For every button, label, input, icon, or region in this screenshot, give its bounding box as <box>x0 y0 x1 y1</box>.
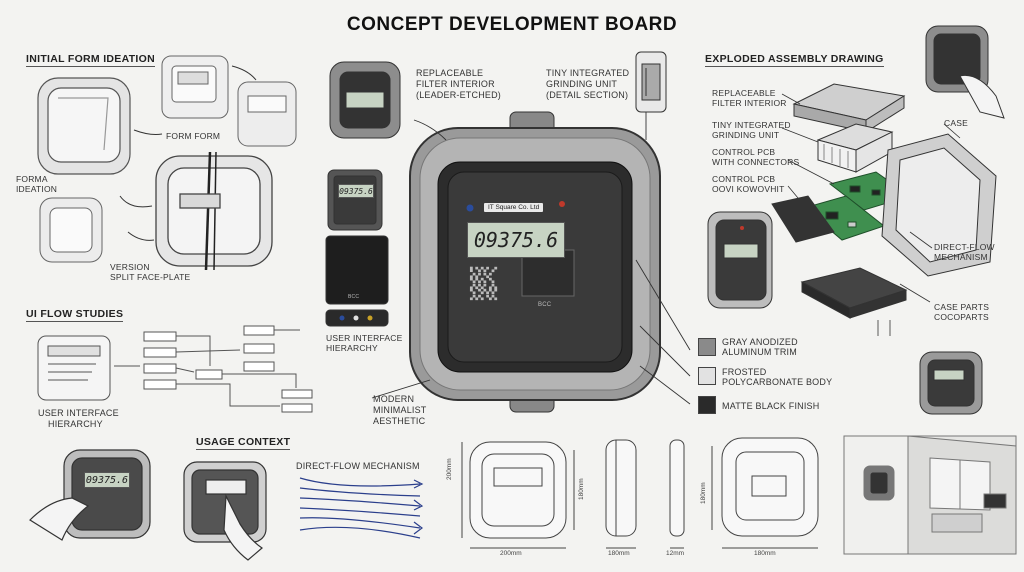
exp-direct-1: DIRECT-FLOW <box>934 242 995 252</box>
device-brand-label: IT Square Co. Ltd <box>484 203 544 212</box>
exploded-front-case <box>707 211 773 309</box>
exp-parts-2: COCOPARTS <box>934 312 989 322</box>
callout-direct-flow: DIRECT-FLOW MECHANISM <box>296 461 420 471</box>
exploded-front-panel <box>771 195 835 243</box>
exp-pcb-b-2: OOVI KOWOVHIT <box>712 184 785 194</box>
device-main-display: 09375.6 <box>467 222 565 258</box>
material-gray-2: ALUMINUM TRIM <box>722 347 797 357</box>
callout-ui-hier-2: HIERARCHY <box>326 343 378 353</box>
dim-front-height: 200mm <box>446 458 453 480</box>
label-version: VERSION <box>110 262 150 272</box>
swatch-matte-black <box>698 396 716 414</box>
device-fineprint: █ ▀▄▀▄▀ ▄▀ ▄▀▄▀ ▀▄▀ ▀▄▀▄▀▄ ▀▄ ▄▀▄▀▄▀ ▄▀▄… <box>470 268 498 301</box>
callout-modern-3: AESTHETIC <box>373 416 426 426</box>
grinding-thumb <box>635 51 667 113</box>
exp-filter-1: REPLACEABLE <box>712 88 776 98</box>
ui-flow-diagram <box>37 325 313 413</box>
callout-grinding-3: (DETAIL SECTION) <box>546 90 629 100</box>
exp-pcb-a-2: WITH CONNECTORS <box>712 157 800 167</box>
exp-case: CASE <box>944 118 968 128</box>
ui-dark-thumb <box>325 235 389 327</box>
form-sketch-1 <box>37 77 131 175</box>
section-usage: USAGE CONTEXT <box>196 436 291 450</box>
device-badge: BCC <box>538 302 552 308</box>
exp-filter-2: FILTER INTERIOR <box>712 98 787 108</box>
exp-direct-2: MECHANISM <box>934 252 988 262</box>
usage-sketch-1 <box>29 449 151 541</box>
swatch-frosted <box>698 367 716 385</box>
exploded-back-case <box>881 133 997 277</box>
callout-modern-2: MINIMALIST <box>373 405 427 415</box>
dim-back-width: 180mm <box>754 550 776 557</box>
form-sketch-split <box>155 151 273 271</box>
hand-device-thumb <box>925 25 1005 119</box>
callout-filter-1: REPLACEABLE <box>416 68 484 78</box>
small-device-display: 09375.6 <box>338 184 374 198</box>
section-initial-form: INITIAL FORM IDEATION <box>26 53 155 67</box>
dim-front-height-2: 180mm <box>578 478 585 500</box>
main-device-illustration <box>409 111 661 413</box>
form-sketch-2 <box>161 55 229 119</box>
callout-filter-2: FILTER INTERIOR <box>416 79 495 89</box>
form-sketch-4 <box>39 197 103 263</box>
swatch-gray-anodized <box>698 338 716 356</box>
callout-filter-3: (LEADER-ETCHED) <box>416 90 502 100</box>
direct-flow-arrows <box>299 477 424 539</box>
side-view-drawing <box>605 439 685 549</box>
exp-grinding-2: GRINDING UNIT <box>712 130 780 140</box>
material-gray-1: GRAY ANODIZED <box>722 337 798 347</box>
exploded-top-cap <box>792 83 906 133</box>
label-forma: FORMA <box>16 174 48 184</box>
front-view-drawing <box>461 441 575 549</box>
exp-parts-1: CASE PARTS <box>934 302 990 312</box>
exp-grinding-1: TINY INTEGRATED <box>712 120 791 130</box>
label-ideation: IDEATION <box>16 184 58 194</box>
section-ui-flow: UI FLOW STUDIES <box>26 308 124 322</box>
exploded-filter <box>816 123 894 173</box>
section-exploded: EXPLODED ASSEMBLY DRAWING <box>705 53 884 67</box>
material-black-1: MATTE BLACK FINISH <box>722 401 820 411</box>
label-ui-hierarchy-1: USER INTERFACE <box>38 408 119 418</box>
form-sketch-3 <box>237 81 297 147</box>
dim-depth: 12mm <box>666 550 685 557</box>
callout-modern-1: MODERN <box>373 394 415 404</box>
room-render <box>843 435 1017 555</box>
usage-sketch-2 <box>183 461 267 561</box>
label-split-faceplate: SPLIT FACE-PLATE <box>110 272 191 282</box>
callout-grinding-1: TINY INTEGRATED <box>546 68 630 78</box>
ui-thumb-badge: BCC <box>348 294 360 300</box>
filter-thumb <box>329 61 401 139</box>
exp-pcb-a-1: CONTROL PCB <box>712 147 776 157</box>
exp-pcb-b-1: CONTROL PCB <box>712 174 776 184</box>
small-device-thumb <box>327 169 383 231</box>
dim-back-height: 180mm <box>700 482 707 504</box>
label-form-form: FORM FORM <box>166 131 221 141</box>
callout-grinding-2: GRINDING UNIT <box>546 79 618 89</box>
material-frosted-1: FROSTED <box>722 367 767 377</box>
callout-ui-hier-1: USER INTERFACE <box>326 333 403 343</box>
label-ui-hierarchy-2: HIERARCHY <box>48 419 103 429</box>
usage-device-display: 09375.6 <box>84 472 130 488</box>
page-title: CONCEPT DEVELOPMENT BOARD <box>346 14 678 35</box>
back-view-drawing <box>711 437 819 549</box>
dim-side-width: 180mm <box>608 550 630 557</box>
dim-front-width: 200mm <box>500 550 522 557</box>
material-frosted-2: POLYCARBONATE BODY <box>722 377 833 387</box>
side-device-thumb <box>919 351 983 415</box>
exploded-base <box>800 267 908 319</box>
